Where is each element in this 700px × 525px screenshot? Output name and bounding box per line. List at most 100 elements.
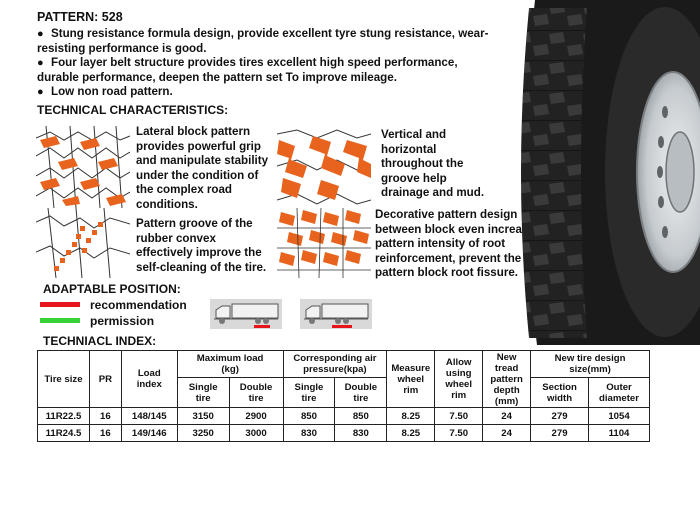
technical-index-table: Tire size PR Load index Maximum load (kg… xyxy=(37,350,651,442)
cell-section-width: 279 xyxy=(530,407,589,425)
convex-groove-pattern-image xyxy=(36,208,130,278)
feature-line: Vertical and xyxy=(381,128,447,141)
header-line: tread xyxy=(494,362,519,374)
header-line: Maximum load xyxy=(196,353,264,364)
cell-measure-rim: 8.25 xyxy=(386,424,436,442)
header-line: index xyxy=(136,379,162,390)
header-line: tire xyxy=(195,392,211,404)
header-line: New xyxy=(496,351,517,363)
header-section-width: Section width xyxy=(530,377,589,408)
feature-line: pattern block root fissure. xyxy=(375,266,519,279)
recommendation-swatch xyxy=(40,302,80,307)
feature-line: horizontal xyxy=(381,142,437,156)
header-pr: PR xyxy=(88,350,122,408)
header-line: Double xyxy=(344,381,378,393)
feature-line: and manipulate stability xyxy=(136,154,269,167)
feature-line: conditions. xyxy=(136,197,198,211)
cell-tread-depth: 24 xyxy=(482,407,532,425)
feature-bullets: Stung resistance formula design, provide… xyxy=(37,27,507,100)
cell-pressure-single: 830 xyxy=(282,424,336,442)
header-line: diameter xyxy=(598,392,639,404)
header-line: wheel xyxy=(445,379,473,390)
feature-line: throughout the xyxy=(381,157,464,170)
feature-line: drainage and mud. xyxy=(381,186,485,199)
header-line: wheel xyxy=(397,373,425,385)
feature-line: reinforcement, prevent the xyxy=(375,251,522,265)
feature-line: self-cleaning of the tire. xyxy=(136,260,267,274)
pattern-title: PATTERN: 528 xyxy=(37,10,123,24)
header-load-index: Load index xyxy=(120,350,178,408)
feature-text-convex: Pattern groove of the rubber convex effe… xyxy=(136,217,266,275)
cell-load-index: 149/146 xyxy=(120,424,178,442)
feature-text-vertical: Vertical and horizontal throughout the g… xyxy=(381,128,484,201)
feature-text-lateral: Lateral block pattern provides powerful … xyxy=(136,125,268,212)
header-line: using xyxy=(445,368,472,379)
tech-heading: TECHNICAL CHARACTERISTICS: xyxy=(37,103,229,117)
cell-pr: 16 xyxy=(88,407,122,425)
table-row: 11R24.5 16 149/146 3250 3000 830 830 8.2… xyxy=(37,424,651,442)
cell-pr: 16 xyxy=(88,424,122,442)
header-line: tire xyxy=(248,392,264,404)
feature-line: under the condition of xyxy=(136,168,259,182)
recommendation-label: recommendation xyxy=(90,298,187,312)
header-line: Single xyxy=(188,381,218,393)
bullet-2-cont: durable performance, deepen the pattern … xyxy=(37,70,397,84)
truck-drive-axle-icon xyxy=(210,299,282,329)
header-line: size(mm) xyxy=(569,364,611,375)
header-line: Outer xyxy=(606,381,632,393)
cell-pressure-double: 830 xyxy=(334,424,388,442)
header-line: pressure(kpa) xyxy=(303,364,367,375)
feature-line: effectively improve the xyxy=(136,246,262,259)
header-line: tire xyxy=(301,392,317,404)
cell-load-double: 3000 xyxy=(228,424,284,442)
header-line: New tire design xyxy=(554,353,626,364)
header-measure-rim: Measure wheel rim xyxy=(386,350,436,408)
cell-allow-rim: 7.50 xyxy=(434,424,484,442)
feature-line: between block even increase xyxy=(375,222,535,236)
header-line: (kg) xyxy=(221,364,239,375)
header-line: Single xyxy=(294,381,324,393)
cell-allow-rim: 7.50 xyxy=(434,407,484,425)
header-load-double: Double tire xyxy=(228,377,284,408)
cell-outer-diameter: 1054 xyxy=(587,407,651,425)
header-line: Corresponding air xyxy=(293,353,377,364)
header-pressure-double: Double tire xyxy=(334,377,388,408)
header-tread-depth: New tread pattern depth (mm) xyxy=(482,350,532,408)
bullet-3: Low non road pattern. xyxy=(37,85,507,100)
header-line: Load xyxy=(137,368,161,379)
cell-load-single: 3150 xyxy=(176,407,230,425)
truck-drive-axle-icon-2 xyxy=(300,299,372,329)
header-load-single: Single tire xyxy=(176,377,230,408)
header-line: Measure xyxy=(391,362,431,374)
permission-swatch xyxy=(40,318,80,323)
bullet-2: Four layer belt structure provides tires… xyxy=(37,56,507,71)
bullet-1: Stung resistance formula design, provide… xyxy=(37,27,507,42)
header-line: depth xyxy=(493,384,520,396)
cell-pressure-double: 850 xyxy=(334,407,388,425)
feature-line: provides powerful grip xyxy=(136,139,261,153)
header-new-size: New tire design size(mm) xyxy=(530,350,650,378)
header-line: rim xyxy=(451,390,467,401)
header-air-pressure: Corresponding air pressure(kpa) xyxy=(282,350,388,378)
table-header-row-1: Tire size PR Load index Maximum load (kg… xyxy=(37,350,650,408)
feature-line: Lateral block pattern xyxy=(136,125,251,138)
header-line: (mm) xyxy=(494,395,519,407)
feature-text-decorative: Decorative pattern design between block … xyxy=(375,208,535,281)
feature-line: pattern intensity of root xyxy=(375,237,506,250)
header-max-load: Maximum load (kg) xyxy=(176,350,284,378)
cell-tire-size: 11R24.5 xyxy=(37,424,90,442)
header-pressure-single: Single tire xyxy=(282,377,336,408)
header-tire-size: Tire size xyxy=(37,350,90,408)
vertical-horizontal-groove-image xyxy=(277,126,371,208)
header-line: width xyxy=(547,392,573,404)
table-header-row-2: Single tire Double tire Single tire Doub… xyxy=(38,377,651,408)
header-line: Section xyxy=(542,381,577,393)
lateral-block-pattern-image xyxy=(36,126,130,208)
header-line: Allow xyxy=(445,357,472,368)
cell-load-single: 3250 xyxy=(176,424,230,442)
feature-line: rubber convex xyxy=(136,231,216,245)
cell-tire-size: 11R22.5 xyxy=(37,407,90,425)
header-allow-rim: Allow using wheel rim xyxy=(434,350,484,408)
feature-line: Decorative pattern design xyxy=(375,208,518,221)
cell-load-double: 2900 xyxy=(228,407,284,425)
